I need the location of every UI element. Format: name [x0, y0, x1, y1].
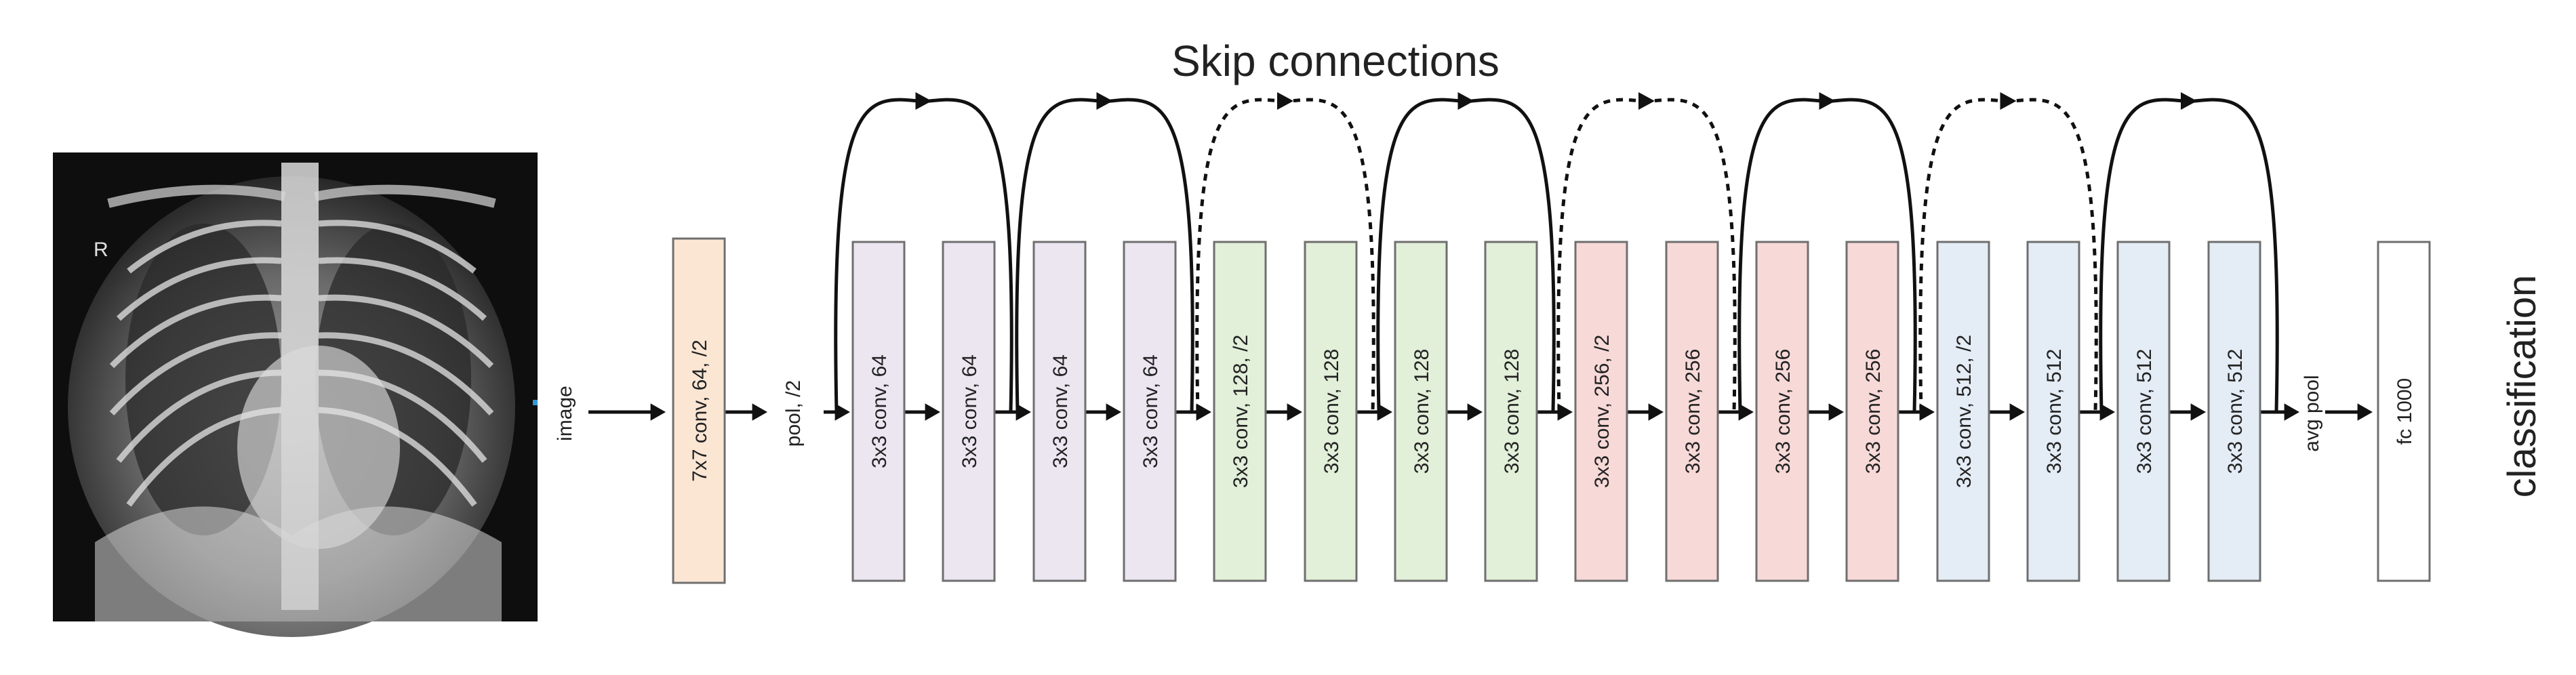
arrow-pool-to-conv-head — [835, 403, 850, 421]
layer-stage4-conv3-text: 3x3 conv, 512 — [2133, 349, 2156, 474]
arrow-conv-13-head — [2010, 403, 2025, 421]
input-label: image — [554, 386, 576, 441]
arrow-conv-14-head — [2100, 403, 2115, 421]
layer-stage2-conv4-text: 3x3 conv, 128 — [1501, 349, 1523, 474]
layer-stage2-conv1: 3x3 conv, 128, /2 — [1214, 242, 1266, 581]
skip-connection-7-head — [2000, 92, 2017, 110]
arrow-conv-2-head — [1016, 403, 1031, 421]
layer-7x7-conv: 7x7 conv, 64, /2 — [673, 239, 725, 583]
arrow-avgpool-to-fc-head — [2358, 403, 2373, 421]
image-edge-marker — [533, 400, 538, 405]
layer-stage3-conv3-text: 3x3 conv, 256 — [1772, 349, 1794, 474]
pool-label: pool, /2 — [782, 380, 805, 447]
layer-stage4-conv1: 3x3 conv, 512, /2 — [1937, 242, 1989, 581]
layer-stage2-conv2: 3x3 conv, 128 — [1305, 242, 1356, 581]
layer-stage1-conv2: 3x3 conv, 64 — [943, 242, 994, 581]
arrow-conv-11-head — [1829, 403, 1844, 421]
layer-stage3-conv2-text: 3x3 conv, 256 — [1682, 349, 1704, 474]
chest-xray-image: R — [53, 152, 538, 637]
layer-stage3-conv1: 3x3 conv, 256, /2 — [1575, 242, 1627, 581]
diagram-title: Skip connections — [1171, 37, 1500, 85]
arrow-to-avgpool-head — [2285, 403, 2299, 421]
layer-stage3-conv3: 3x3 conv, 256 — [1756, 242, 1808, 581]
layer-stage1-conv4: 3x3 conv, 64 — [1124, 242, 1175, 581]
layer-stage1-conv4-text: 3x3 conv, 64 — [1140, 354, 1162, 468]
arrow-input-head — [651, 403, 666, 421]
layer-stage1-conv2-text: 3x3 conv, 64 — [959, 354, 981, 468]
skip-connection-2-head — [1097, 92, 1113, 110]
layer-stage1-conv1-text: 3x3 conv, 64 — [868, 354, 891, 468]
arrow-conv-15-head — [2191, 403, 2206, 421]
skip-connection-5-head — [1638, 92, 1655, 110]
arrow-to-pool-head — [752, 403, 767, 421]
arrow-conv-3-head — [1106, 403, 1121, 421]
arrow-conv-4-head — [1196, 403, 1211, 421]
arrow-conv-9-head — [1649, 403, 1664, 421]
layer-stage1-conv1: 3x3 conv, 64 — [853, 242, 904, 581]
layer-stage4-conv1-text: 3x3 conv, 512, /2 — [1953, 335, 1975, 488]
layer-fc-text: fc 1000 — [2394, 378, 2416, 445]
arrow-conv-8-head — [1558, 403, 1573, 421]
layer-stage2-conv1-text: 3x3 conv, 128, /2 — [1230, 335, 1252, 488]
layer-stage4-conv2-text: 3x3 conv, 512 — [2043, 349, 2066, 474]
layer-stage4-conv4: 3x3 conv, 512 — [2209, 242, 2260, 581]
skip-connection-4-head — [1458, 92, 1474, 110]
layer-stage3-conv4: 3x3 conv, 256 — [1847, 242, 1898, 581]
skip-connection-6-head — [1819, 92, 1836, 110]
layer-stage3-conv2: 3x3 conv, 256 — [1666, 242, 1718, 581]
layer-stage2-conv2-text: 3x3 conv, 128 — [1321, 349, 1343, 474]
skip-connection-3-head — [1277, 92, 1293, 110]
skip-connection-8-head — [2181, 92, 2197, 110]
layer-stage4-conv3: 3x3 conv, 512 — [2118, 242, 2169, 581]
avg-pool-label: avg pool — [2301, 375, 2323, 451]
layer-stage2-conv3-text: 3x3 conv, 128 — [1411, 349, 1433, 474]
arrow-conv-1-head — [925, 403, 940, 421]
layer-stage4-conv4-text: 3x3 conv, 512 — [2224, 349, 2247, 474]
xray-marker: R — [94, 239, 108, 261]
arrow-conv-6-head — [1377, 403, 1392, 421]
layer-stage1-conv3-text: 3x3 conv, 64 — [1049, 354, 1072, 468]
layer-7x7-conv-text: 7x7 conv, 64, /2 — [689, 340, 711, 482]
layer-stage4-conv2: 3x3 conv, 512 — [2028, 242, 2079, 581]
arrow-conv-5-head — [1287, 403, 1302, 421]
layer-stage2-conv4: 3x3 conv, 128 — [1485, 242, 1537, 581]
skip-connection-1-head — [916, 92, 932, 110]
arrow-conv-12-head — [1920, 403, 1935, 421]
layer-stage2-conv3: 3x3 conv, 128 — [1395, 242, 1447, 581]
arrow-conv-10-head — [1739, 403, 1754, 421]
arrow-conv-7-head — [1468, 403, 1483, 421]
classification-label: classification — [2500, 275, 2544, 498]
layer-fc: fc 1000 — [2378, 242, 2430, 581]
layer-stage3-conv4-text: 3x3 conv, 256 — [1862, 349, 1885, 474]
layer-stage3-conv1-text: 3x3 conv, 256, /2 — [1591, 335, 1613, 488]
layer-stage1-conv3: 3x3 conv, 64 — [1034, 242, 1085, 581]
